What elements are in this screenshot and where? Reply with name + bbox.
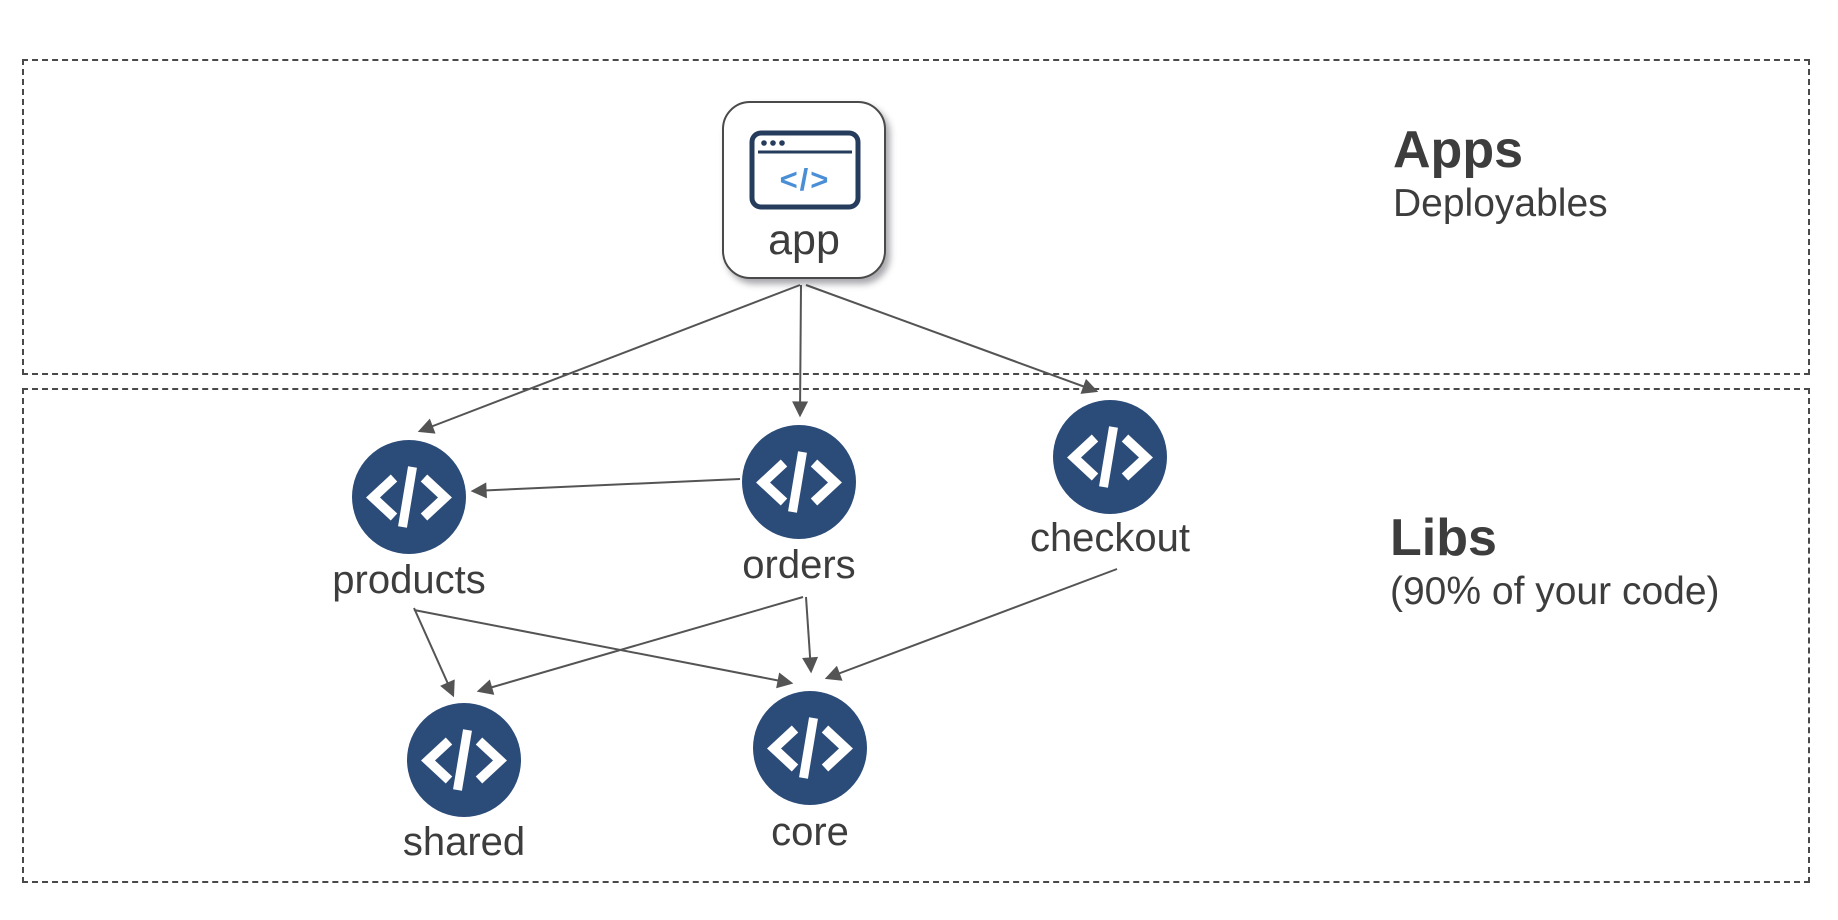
libs-zone-title: Libs (1390, 509, 1497, 567)
apps-zone-subtitle: Deployables (1393, 182, 1608, 225)
node-app-label: app (768, 216, 840, 264)
node-core (753, 691, 867, 805)
edge-app-to-checkout (805, 284, 1099, 394)
code-icon (421, 729, 507, 791)
node-checkout (1053, 400, 1167, 514)
edge-app-to-orders (792, 284, 809, 418)
apps-zone-title: Apps (1393, 121, 1523, 179)
node-shared-label: shared (402, 820, 526, 864)
libs-zone-subtitle: (90% of your code) (1390, 570, 1720, 613)
code-icon (767, 717, 853, 779)
node-orders (742, 425, 856, 539)
code-icon (366, 466, 452, 528)
node-products (352, 440, 466, 554)
code-icon (756, 451, 842, 513)
node-products-label: products (332, 558, 486, 602)
edge-products-to-core (413, 609, 794, 689)
apps-zone (22, 59, 1810, 375)
node-core-label: core (771, 810, 849, 854)
edge-app-to-products (417, 284, 801, 434)
libs-zone-caption: Libs (90% of your code) (1390, 508, 1720, 616)
edge-orders-to-core (802, 596, 819, 674)
apps-zone-caption: Apps Deployables (1393, 120, 1608, 228)
edge-checkout-to-core (824, 568, 1118, 681)
edge-orders-to-shared (476, 596, 804, 695)
node-app: </> app (722, 101, 886, 279)
code-glyph: </> (780, 162, 831, 197)
edge-products-to-shared (413, 607, 455, 698)
browser-window-icon: </> (749, 130, 861, 210)
node-checkout-label: checkout (1029, 516, 1191, 560)
libs-zone (22, 388, 1810, 883)
edge-orders-to-products (470, 478, 741, 499)
code-icon (1067, 426, 1153, 488)
node-shared (407, 703, 521, 817)
node-orders-label: orders (742, 543, 856, 587)
